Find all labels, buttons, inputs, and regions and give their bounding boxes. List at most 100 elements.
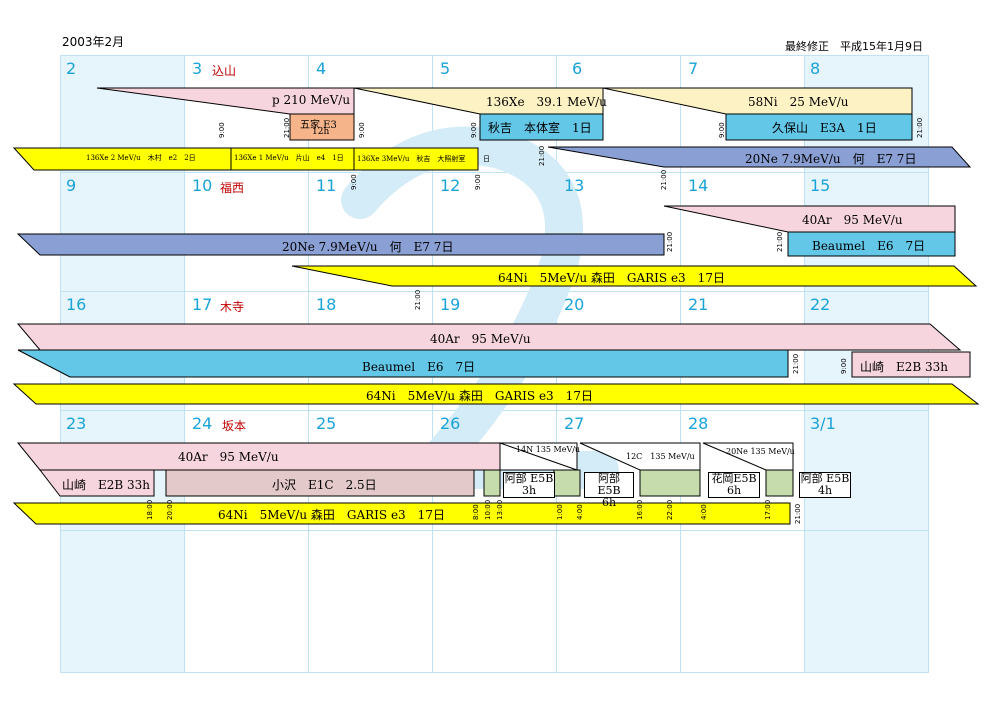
day-number: 19: [440, 295, 461, 314]
xe136-low-bar: [12, 147, 479, 171]
green-slot: [639, 469, 701, 497]
hanaoka-duration: 6h: [726, 484, 742, 497]
time-marker: 21:00: [792, 353, 800, 374]
day-number: 13: [564, 176, 585, 195]
time-marker: 9:00: [470, 122, 478, 138]
day-number: 12: [440, 176, 461, 195]
time-marker: 17:00: [764, 499, 772, 520]
event-label: 64Ni 5MeV/u 森田 GARIS e3 17日: [366, 389, 593, 403]
time-marker: 4:00: [700, 504, 708, 520]
ozawa-box: [165, 469, 475, 497]
day-number: 22: [810, 295, 831, 314]
grid-line: [60, 55, 928, 56]
day-number: 14: [688, 176, 709, 195]
day-number: 11: [316, 176, 337, 195]
day-number: 28: [688, 414, 709, 433]
hanaoka-label: 花岡E5B: [711, 472, 757, 485]
day-number: 15: [810, 176, 831, 195]
day-number: 3/1: [810, 414, 836, 433]
day-number: 27: [564, 414, 585, 433]
hanaoka-box: 花岡E5B 6h: [708, 472, 760, 498]
time-marker: 21:00: [666, 231, 674, 252]
gokei-box: [289, 113, 355, 141]
grid-line: [60, 530, 928, 531]
time-marker: 9:00: [350, 174, 358, 190]
duty-person: 福西: [220, 181, 245, 195]
day-number: 9: [66, 176, 77, 195]
event-label: 五家 E3: [300, 120, 337, 131]
xe136-bottom-box: [479, 113, 604, 141]
time-marker: 22:00: [666, 499, 674, 520]
green-slot: [483, 469, 501, 497]
abe3-duration: 4h: [817, 484, 833, 497]
day-number: 5: [440, 59, 451, 78]
day-number: 17: [192, 295, 213, 314]
abe1-box: 阿部 E5B 3h: [503, 472, 555, 498]
ne20-w2-bar: [16, 233, 665, 256]
time-marker: 10:00: [484, 499, 492, 520]
time-marker: 20:00: [166, 499, 174, 520]
event-label: 秋吉 本体室 1日: [488, 121, 592, 135]
time-marker: 16:00: [636, 499, 644, 520]
ni64-w4-bar: [12, 502, 791, 525]
event-label: 136Xe 3MeV/u 秋吉 大照射室: [357, 155, 466, 163]
event-label: 20Ne 7.9MeV/u 何 E7 7日: [282, 240, 454, 254]
event-label: Beaumel E6 7日: [812, 239, 926, 253]
time-marker: 9:00: [718, 122, 726, 138]
event-label: 久保山 E3A 1日: [772, 121, 877, 135]
event-label: 136Xe 1 MeV/u 片山 e4 1日: [234, 154, 344, 162]
abe2-duration: 6h: [601, 496, 617, 509]
day-number: 3: [192, 59, 203, 78]
duty-person: 坂本: [222, 419, 247, 433]
duty-person: 込山: [212, 64, 237, 78]
abe2-box: 阿部 E5B 6h: [584, 472, 634, 509]
event-label: 20Ne 7.9MeV/u 何 E7 7日: [745, 152, 917, 166]
ni58-bottom-box: [725, 113, 913, 141]
green-slot: [765, 469, 794, 497]
day-number: 26: [440, 414, 461, 433]
day-number: 7: [688, 59, 699, 78]
abe1-duration: 3h: [521, 484, 537, 497]
time-marker: 9:00: [358, 122, 366, 138]
day-number: 4: [316, 59, 327, 78]
event-label: 40Ar 95 MeV/u: [430, 332, 531, 346]
event-label: 小沢 E1C 2.5日: [272, 478, 377, 492]
time-marker: 21:00: [660, 169, 668, 190]
time-marker: 21:00: [794, 503, 802, 524]
event-label: 64Ni 5MeV/u 森田 GARIS e3 17日: [498, 271, 725, 285]
time-marker: 9:00: [840, 358, 848, 374]
time-marker: 21:00: [538, 145, 546, 166]
event-label: 64Ni 5MeV/u 森田 GARIS e3 17日: [218, 508, 445, 522]
month-title: 2003年2月: [62, 35, 125, 49]
beaumel-w2-box: [787, 231, 956, 257]
time-marker: 4:00: [576, 504, 584, 520]
abe3-box: 阿部 E5B 4h: [799, 472, 851, 498]
event-label: 12C 135 MeV/u: [626, 452, 695, 461]
event-label: 14N 135 MeV/u: [516, 445, 581, 454]
day-number: 21: [688, 295, 709, 314]
day-number: 10: [192, 176, 213, 195]
event-label: 12h: [312, 127, 330, 137]
time-marker: 21:00: [283, 117, 291, 138]
event-label: p 210 MeV/u: [272, 93, 351, 107]
ni64-w3-bar: [12, 383, 980, 405]
day-number: 23: [66, 414, 87, 433]
day-number: 16: [66, 295, 87, 314]
time-marker: 13:00: [496, 499, 504, 520]
grid-line: [60, 291, 928, 292]
grid-line: [60, 172, 928, 173]
ni64-w2-bar: [291, 265, 978, 287]
day-number: 24: [192, 414, 213, 433]
abe3-label: 阿部 E5B: [800, 472, 850, 485]
event-label: 山崎 E2B 33h: [62, 478, 151, 492]
time-marker: 9:00: [218, 122, 226, 138]
event-label: Beaumel E6 7日: [362, 360, 476, 374]
beaumel-w3-bar: [17, 349, 789, 378]
grid-line: [804, 55, 805, 673]
time-marker: 21:00: [916, 117, 924, 138]
time-marker: 18:00: [146, 499, 154, 520]
time-marker: 21:00: [414, 289, 422, 310]
time-marker: 8:00: [472, 504, 480, 520]
event-label: 20Ne 135 MeV/u: [726, 447, 795, 456]
